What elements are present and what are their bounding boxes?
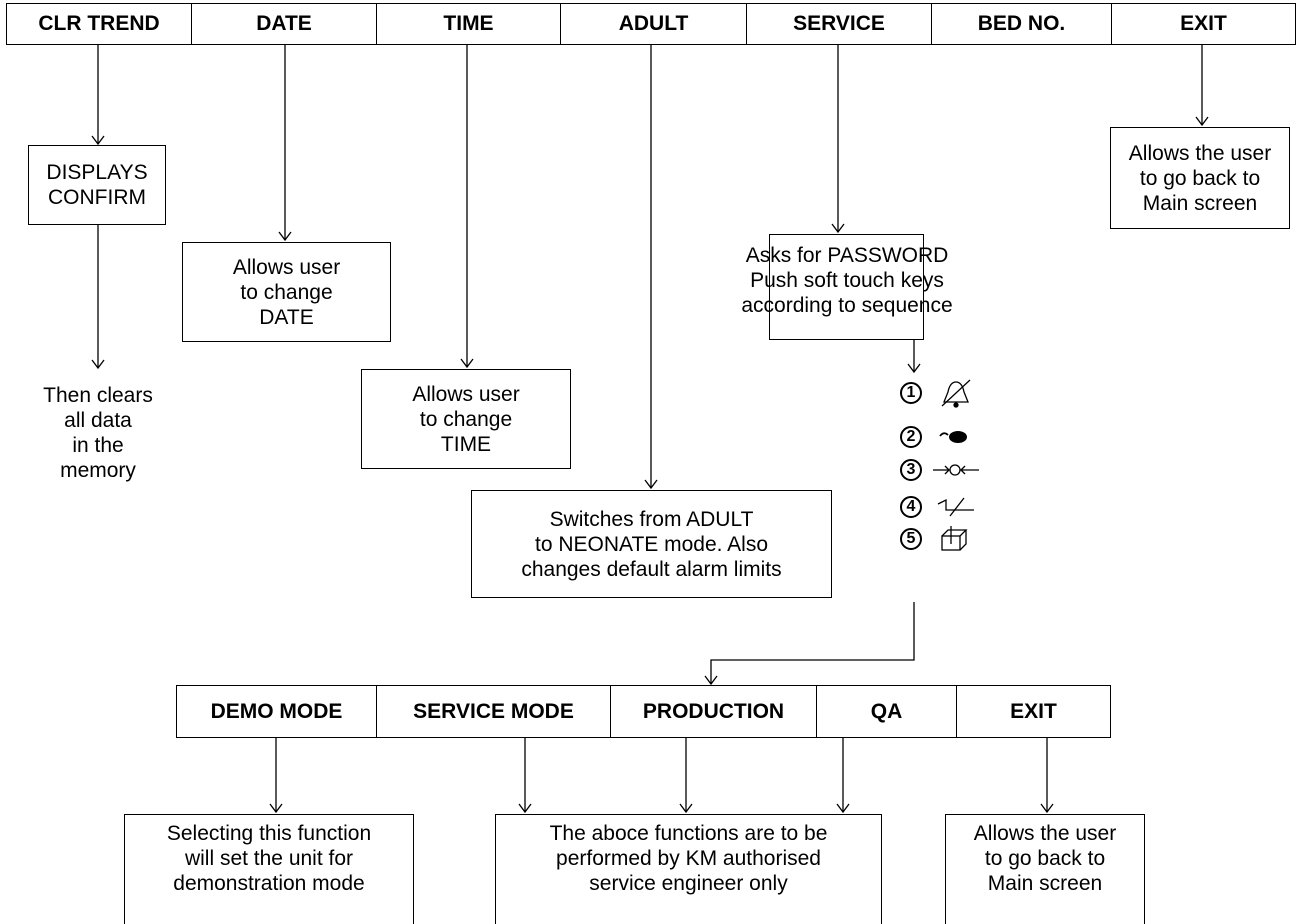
production-key[interactable]: PRODUCTION <box>611 686 817 737</box>
step-number: 2 <box>900 426 922 448</box>
adult-key[interactable]: ADULT <box>561 4 747 44</box>
note-line: TIME <box>440 432 492 456</box>
authorised-note-box: The aboce functions are to be performed … <box>495 814 882 924</box>
top-menu-bar: CLR TREND DATE TIME ADULT SERVICE BED NO… <box>6 3 1296 45</box>
note-line: The aboce functions are to be <box>549 822 828 845</box>
service-key[interactable]: SERVICE <box>747 4 932 44</box>
note-line: DISPLAYS <box>46 161 148 184</box>
service-exit-note-box: Allows the user to go back to Main scree… <box>945 814 1145 924</box>
service-menu-bar: DEMO MODE SERVICE MODE PRODUCTION QA EXI… <box>176 685 1111 738</box>
step-number: 3 <box>900 459 922 481</box>
note-line: to NEONATE mode. Also <box>534 532 769 556</box>
note-line: Main screen <box>1142 191 1258 215</box>
note-line: CONFIRM <box>48 186 146 209</box>
step-number: 5 <box>900 528 922 550</box>
exit-key[interactable]: EXIT <box>1180 12 1227 35</box>
date-note-box: Allows user to change DATE <box>182 242 391 342</box>
sequence-step-2: 2 <box>900 422 980 452</box>
clears-memory-note: Then clears all data in the memory <box>18 383 178 483</box>
note-line: to change <box>419 407 513 431</box>
service-mode-key[interactable]: SERVICE MODE <box>377 686 611 737</box>
note-line: will set the unit for <box>184 847 354 870</box>
note-line: changes default alarm limits <box>521 557 782 581</box>
note-line: Allows user <box>232 255 341 279</box>
service-password-box <box>769 234 924 340</box>
clr-trend-key[interactable]: CLR TREND <box>7 4 192 44</box>
note-line: DATE <box>259 305 314 329</box>
bed-no-key[interactable]: BED NO. <box>932 4 1112 44</box>
qa-key[interactable]: QA <box>817 686 957 737</box>
sequence-step-5: 5 <box>900 524 980 554</box>
demo-mode-key[interactable]: DEMO MODE <box>177 686 377 737</box>
note-line: Asks for PASSWORD <box>745 244 949 267</box>
note-line: all data <box>64 409 132 432</box>
note-line: according to sequence <box>741 294 953 317</box>
blood-drop-icon <box>939 431 967 443</box>
cuff-icon <box>937 497 974 517</box>
demo-mode-note-box: Selecting this function will set the uni… <box>124 814 414 924</box>
alarm-silence-icon <box>941 379 971 408</box>
exit-note-box: Allows the user to go back to Main scree… <box>1110 127 1290 229</box>
note-line: service engineer only <box>589 872 788 895</box>
note-line: Selecting this function <box>166 822 372 845</box>
sequence-step-4: 4 <box>900 492 980 522</box>
note-line: in the <box>72 434 124 457</box>
step-number: 1 <box>900 382 922 404</box>
service-exit-key[interactable]: EXIT <box>1010 699 1057 723</box>
sequence-step-1: 1 <box>900 378 980 408</box>
date-key[interactable]: DATE <box>192 4 377 44</box>
note-line: memory <box>60 459 136 482</box>
time-key[interactable]: TIME <box>377 4 561 44</box>
time-note-box: Allows user to change TIME <box>361 369 571 469</box>
service-password-text: Asks for PASSWORD Push soft touch keys a… <box>741 243 952 318</box>
note-line: Switches from ADULT <box>549 507 754 531</box>
step-number: 4 <box>900 496 922 518</box>
adult-note-box: Switches from ADULT to NEONATE mode. Als… <box>471 490 832 598</box>
note-line: Allows the user <box>973 822 1117 845</box>
note-line: demonstration mode <box>173 872 365 895</box>
note-line: performed by KM authorised <box>556 847 821 870</box>
note-line: to go back to <box>984 847 1106 870</box>
note-line: Allows the user <box>1128 141 1272 165</box>
note-line: Then clears <box>43 384 153 407</box>
note-line: Main screen <box>987 872 1103 895</box>
print-icon <box>941 526 968 551</box>
sequence-step-3: 3 <box>900 455 980 485</box>
displays-confirm-box: DISPLAYS CONFIRM <box>28 145 166 225</box>
note-line: Push soft touch keys <box>750 269 944 292</box>
note-line: to go back to <box>1139 166 1261 190</box>
note-line: Allows user <box>412 382 520 406</box>
note-line: to change <box>240 280 333 304</box>
arrows-to-circle-icon <box>933 464 979 476</box>
